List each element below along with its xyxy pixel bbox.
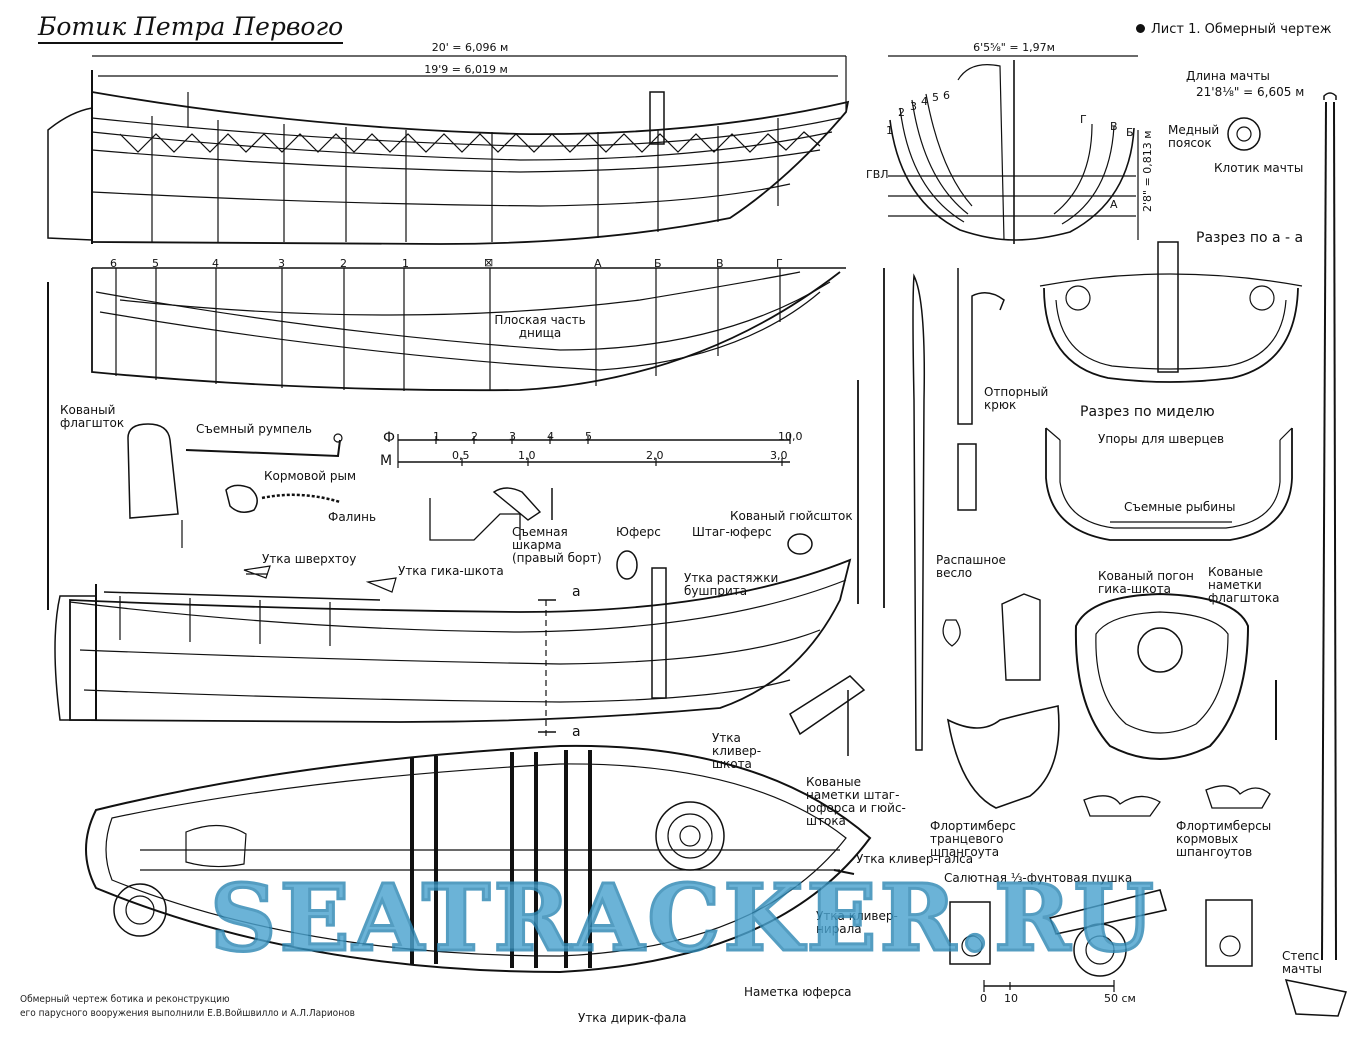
body-plan-mark: 1 (886, 124, 893, 137)
spars (47, 268, 1005, 751)
label-stay-irons: Кованые наметки штаг-юферса и гюйс-штока (806, 775, 906, 828)
label-thwart-stops: Упоры для шверцев (1098, 432, 1225, 446)
scale-meters-label: М (380, 453, 393, 469)
section-mark: а (572, 724, 581, 740)
scale-tick: 10 (1004, 992, 1018, 1005)
label-sweep-oar: Распашное весло (936, 553, 1006, 580)
body-plan-mark: 4 (921, 95, 928, 108)
station-mark: В (716, 257, 724, 270)
scale-tick: 1 (433, 430, 440, 443)
stern-view (1001, 592, 1277, 760)
label-mast-truck: Клотик мачты (1214, 161, 1304, 175)
station-mark: Б (654, 257, 662, 270)
station-mark: 3 (278, 257, 285, 270)
body-plan (888, 55, 1139, 244)
body-plan-mark: 5 (932, 91, 939, 104)
fittings (127, 423, 813, 593)
dim-beam: 6'5⅝" = 1,97м (973, 41, 1055, 54)
label-mast-step: Степс мачты (1282, 949, 1322, 976)
label-stern-ring: Кормовой рым (264, 469, 357, 483)
station-mark: 2 (340, 257, 347, 270)
body-plan-mark: 2 (898, 106, 905, 119)
boat-elevation (54, 558, 852, 740)
scale-tick: 10,0 (778, 430, 803, 443)
label-removable-tiller: Съемный румпель (196, 422, 312, 436)
mast (1227, 92, 1347, 1017)
station-mark: А (594, 257, 602, 270)
half-breadth-plan (91, 267, 846, 392)
label-cleat-peak-halyard: Утка дирик-фала (578, 1011, 687, 1025)
futtocks (789, 675, 1271, 817)
label-stay-deadeye: Штаг-юферс (692, 525, 772, 539)
scale-tick: 0,5 (452, 449, 470, 462)
dim-length-waterline: 19'9 = 6,019 м (424, 63, 508, 76)
station-mark: 6 (110, 257, 117, 270)
credit-block: Обмерный чертеж ботика и реконструкцию е… (20, 993, 355, 1021)
mast-length-value: 21'8⅛" = 6,605 м (1196, 85, 1305, 99)
label-flagstaff-irons: Кованые наметки флагштока (1208, 565, 1280, 605)
credit-line: Обмерный чертеж ботика и реконструкцию (20, 994, 230, 1005)
body-plan-mark: 3 (910, 100, 917, 113)
label-deadeye-iron: Наметка юферса (744, 985, 852, 999)
body-plan-mark: Г (1080, 113, 1087, 126)
scale-feet-label: Ф (383, 430, 396, 446)
label-boat-hook: Отпорный крюк (984, 385, 1049, 412)
sheet-label: Лист 1. Обмерный чертеж (1136, 22, 1331, 37)
label-cleat-shvertou: Утка шверхтоу (262, 552, 357, 566)
scale-tick: 3 (509, 430, 516, 443)
label-stern-futtocks: Флортимберсы кормовых шпангоутов (1176, 819, 1272, 859)
page-title: Ботик Петра Первого (38, 12, 344, 44)
scale-tick: 4 (547, 430, 554, 443)
label-cleat-jib-tack: Утка кливер-галса (856, 852, 974, 866)
station-mark: 5 (152, 257, 159, 270)
label-removable-stringers: Съемные рыбины (1124, 500, 1236, 514)
dim-depth: 2'8" = 0,813 м (1141, 130, 1154, 212)
credit-line: его парусного вооружения выполнили Е.В.В… (20, 1008, 355, 1019)
label-cleat-bowsprit-stay: Утка растяжки бушприта (684, 571, 779, 598)
gvl-label: ГВЛ (866, 168, 889, 181)
label-deadeye: Юферс (616, 525, 661, 539)
watermark: SEATRACKER.RU (209, 863, 1157, 974)
label-salute-gun: Салютная ⅓-фунтовая пушка (944, 871, 1133, 885)
scale-bars (397, 434, 1115, 992)
scale-tick: 2 (471, 430, 478, 443)
station-mark: ⊠ (484, 256, 494, 269)
label-boom-sheet-traveller: Кованый погон гика-шкота (1098, 569, 1194, 596)
label-transom-futtock: Флортимберс транцевого шпангоута (930, 819, 1016, 859)
label-section-aa: Разрез по а - а (1196, 230, 1304, 246)
label-forged-jackstaff: Кованый гюйсшток (730, 509, 853, 523)
body-plan-mark: А (1110, 198, 1118, 211)
salute-gun (949, 889, 1253, 977)
scale-tick: 3,0 (770, 449, 788, 462)
label-painter: Фалинь (328, 510, 377, 524)
midship-section (1045, 427, 1293, 541)
scale-tick: 1,0 (518, 449, 536, 462)
scale-tick: 2,0 (646, 449, 664, 462)
station-mark: 4 (212, 257, 219, 270)
label-flat-bottom: Плоская часть днища (494, 313, 586, 340)
station-mark: Г (776, 257, 783, 270)
side-profile (47, 55, 850, 245)
label-cleat-jib-downhaul: Утка кливер-нирала (816, 909, 898, 936)
body-plan-mark: В (1110, 120, 1118, 133)
scale-tick: 50 см (1104, 992, 1136, 1005)
section-aa (1039, 241, 1303, 383)
scale-tick: 0 (980, 992, 987, 1005)
scale-tick: 5 (585, 430, 592, 443)
label-cleat-boom-sheet: Утка гика-шкота (398, 564, 504, 578)
body-plan-mark: 6 (943, 89, 950, 102)
label-forged-flagstaff: Кованый флагшток (60, 403, 125, 430)
label-removable-thole: Съемная шкарма (правый борт) (512, 525, 602, 565)
label-cleat-jib-sheet: Утка кливер-шкота (712, 731, 762, 771)
label-midship-section: Разрез по миделю (1080, 404, 1215, 420)
deck-plan (85, 744, 872, 974)
body-plan-mark: Б (1126, 126, 1134, 139)
mast-length-caption: Длина мачты (1186, 69, 1270, 83)
section-mark: а (572, 584, 581, 600)
dim-length-overall: 20' = 6,096 м (431, 41, 509, 54)
station-mark: 1 (402, 257, 409, 270)
label-copper-band: Медный поясок (1168, 123, 1220, 150)
